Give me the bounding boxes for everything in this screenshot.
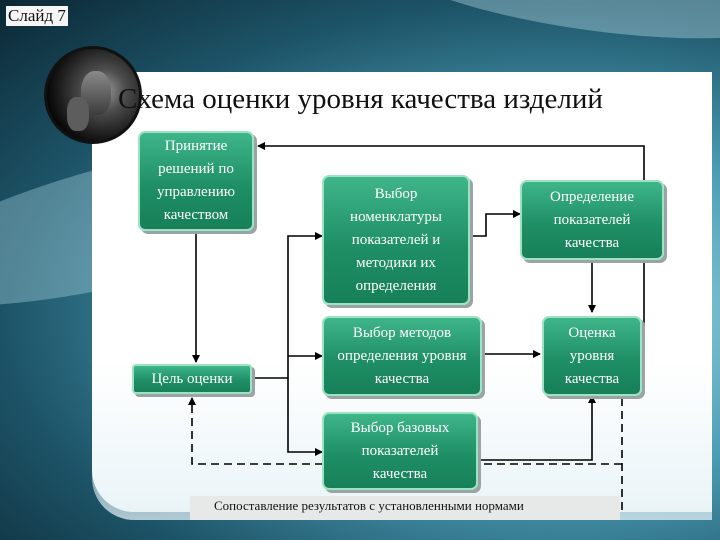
arrow-goal-to-nomenclature xyxy=(252,232,323,379)
box-indicators: Определение показателей качества xyxy=(520,180,664,260)
portrait-image xyxy=(44,46,142,144)
box-indicators-label: Определение показателей качества xyxy=(550,188,634,251)
comparison-note: Сопоставление результатов с установленны… xyxy=(214,498,524,513)
box-base-label: Выбор базовых показателей качества xyxy=(350,419,450,482)
box-nomenclature: Выбор номенклатуры показателей и методик… xyxy=(322,175,470,305)
arrow-feedback-to-decision xyxy=(257,142,645,356)
slide-number: Слайд 7 xyxy=(6,6,68,26)
box-decision: Принятие решений по управлению качеством xyxy=(138,131,254,231)
box-methods: Выбор методов определения уровня качеств… xyxy=(322,316,482,396)
box-decision-label: Принятие решений по управлению качеством xyxy=(157,138,235,223)
box-goal: Цель оценки xyxy=(132,364,252,394)
arrow-nomenclature-to-indicators xyxy=(470,210,521,237)
box-nomenclature-label: Выбор номенклатуры показателей и методик… xyxy=(350,185,442,294)
box-assessment: Оценка уровня качества xyxy=(542,316,642,396)
dashed-compare-line xyxy=(192,398,623,514)
box-base: Выбор базовых показателей качества xyxy=(322,412,478,490)
note-strip xyxy=(190,496,620,520)
arrow-base-to-assessment xyxy=(478,395,596,461)
box-assessment-label: Оценка уровня качества xyxy=(564,324,620,387)
slide-title: Схема оценки уровня качества изделий xyxy=(118,83,603,115)
portrait-hand xyxy=(67,97,89,131)
arrow-goal-to-base xyxy=(287,378,323,456)
box-goal-label: Цель оценки xyxy=(151,370,233,387)
box-methods-label: Выбор методов определения уровня качеств… xyxy=(337,324,467,387)
